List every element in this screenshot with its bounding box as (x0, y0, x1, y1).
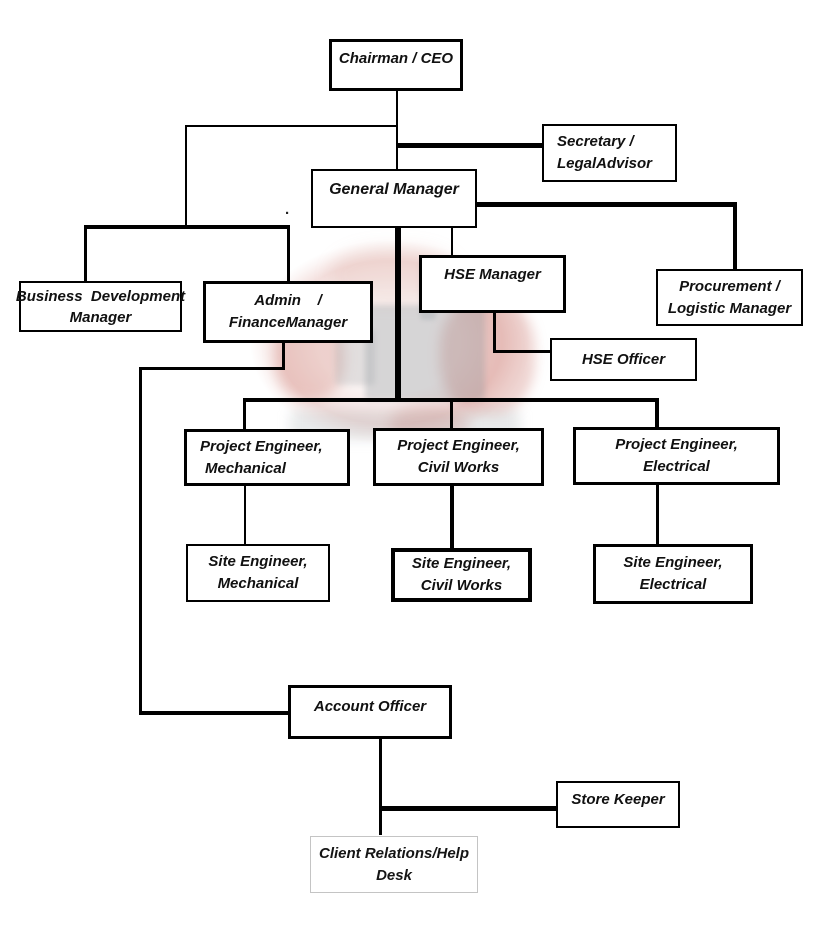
connector-to-store-keeper (380, 806, 557, 811)
connector-se-electrical-leg (656, 484, 659, 545)
stray-dot-mark: . (285, 201, 290, 218)
box-admin-line1: Admin / (254, 292, 322, 309)
connector-hse-officer-vertical (493, 313, 496, 353)
connector-gm-trunk (395, 228, 401, 402)
box-account-officer-label: Account Officer (313, 698, 427, 715)
box-general-manager: General Manager (311, 169, 477, 228)
box-se-electrical-line1: Site Engineer, (623, 554, 723, 571)
box-hse-manager: HSE Manager (419, 255, 566, 313)
box-se-electrical-line2: Electrical (639, 576, 707, 593)
watermark-rig-structure (365, 305, 485, 400)
connector-pe-electrical-leg (655, 398, 659, 428)
box-pe-mechanical-line1: Project Engineer, (200, 437, 323, 455)
box-client-relations-help-desk: Client Relations/Help Desk (310, 836, 478, 893)
box-pe-mechanical-line2: Mechanical (205, 459, 286, 477)
box-pe-electrical-line1: Project Engineer, (615, 436, 738, 453)
connector-pe-mechanical-leg (243, 398, 246, 430)
box-procurement-logistic-manager: Procurement / Logistic Manager (656, 269, 803, 326)
connector-to-secretary (397, 143, 543, 148)
box-procurement-line1: Procurement / (679, 277, 780, 295)
box-general-manager-label: General Manager (329, 181, 459, 198)
box-store-keeper-label: Store Keeper (571, 791, 665, 808)
connector-business-dev-leg (84, 225, 87, 282)
watermark-red-blob-right (440, 295, 535, 415)
box-pe-civil-line2: Civil Works (417, 459, 500, 476)
connector-se-mechanical-leg (244, 485, 246, 545)
box-secretary-legal-advisor: Secretary / LegalAdvisor (542, 124, 677, 182)
box-site-engineer-electrical: Site Engineer, Electrical (593, 544, 753, 604)
box-chairman-ceo: Chairman / CEO (329, 39, 463, 91)
box-project-engineer-civil-works: Project Engineer, Civil Works (373, 428, 544, 486)
box-hse-manager-label: HSE Manager (444, 266, 541, 283)
connector-left-branch-horizontal (185, 125, 397, 127)
connector-left-branch-vertical (185, 125, 187, 227)
box-secretary-line2: LegalAdvisor (557, 155, 653, 172)
box-project-engineer-electrical: Project Engineer, Electrical (573, 427, 780, 485)
box-admin-finance-manager: Admin / FinanceManager (203, 281, 373, 343)
box-se-civil-line1: Site Engineer, (411, 555, 512, 572)
box-se-civil-line2: Civil Works (420, 577, 503, 594)
box-client-relations-line1: Client Relations/Help (318, 844, 470, 862)
connector-chairman-to-gm (396, 91, 398, 169)
box-chairman-label: Chairman / CEO (338, 50, 454, 67)
box-business-development-manager: Business Development Manager (15, 281, 186, 332)
connector-admin-elbow-horizontal (139, 367, 285, 370)
connector-pe-civil-leg (450, 398, 453, 429)
box-secretary-line1: Secretary / (557, 133, 634, 150)
box-site-engineer-mechanical: Site Engineer, Mechanical (186, 544, 330, 602)
connector-to-account-officer (139, 711, 289, 715)
box-se-mechanical-line2: Mechanical (217, 575, 299, 592)
box-pe-electrical-line2: Electrical (643, 458, 710, 475)
connector-gm-to-hse-manager (451, 228, 453, 256)
box-pe-civil-line1: Project Engineer, (397, 437, 520, 454)
box-project-engineer-mechanical: Project Engineer, Mechanical (184, 429, 350, 486)
box-business-dev-line1: Business Development (15, 287, 186, 305)
box-admin-line2: FinanceManager (228, 314, 348, 331)
connector-procurement-leg (733, 202, 737, 270)
connector-row2-horizontal (84, 225, 290, 229)
connector-admin-leg (287, 225, 290, 282)
connector-account-down (379, 738, 382, 835)
connector-se-civil-leg (450, 485, 454, 549)
connector-hse-officer-horizontal (493, 350, 550, 353)
box-procurement-line2: Logistic Manager (667, 299, 792, 317)
connector-gm-to-procurement-horizontal (477, 202, 737, 207)
box-business-dev-line2: Manager (69, 308, 132, 326)
box-client-relations-line2: Desk (376, 866, 412, 884)
box-hse-officer: HSE Officer (550, 338, 697, 381)
box-hse-officer-label: HSE Officer (581, 350, 666, 368)
box-site-engineer-civil-works: Site Engineer, Civil Works (391, 548, 532, 602)
box-se-mechanical-line1: Site Engineer, (208, 553, 308, 570)
connector-admin-down (282, 342, 285, 369)
box-account-officer: Account Officer (288, 685, 452, 739)
connector-left-long-vertical (139, 367, 142, 715)
box-store-keeper: Store Keeper (556, 781, 680, 828)
